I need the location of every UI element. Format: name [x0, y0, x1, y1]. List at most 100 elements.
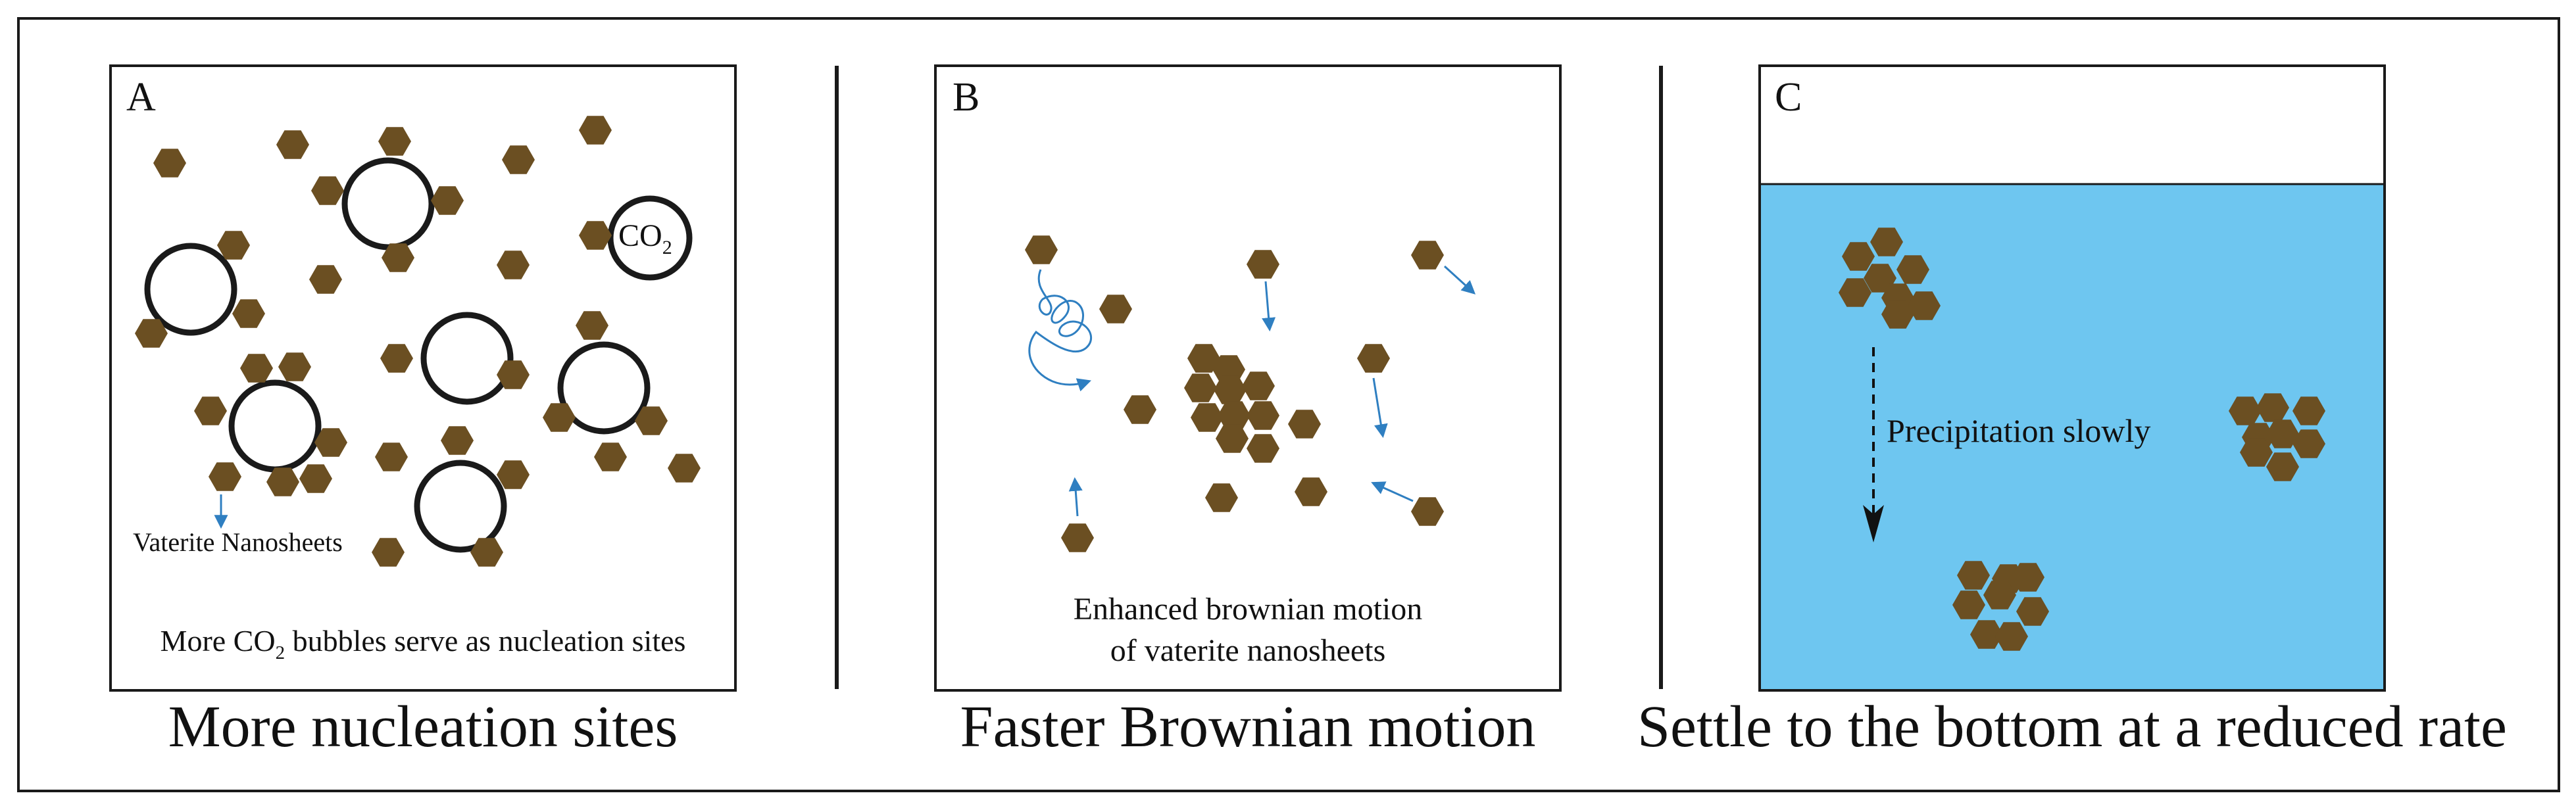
panel-a-box — [109, 64, 737, 692]
motion-arrow — [1372, 377, 1388, 439]
vaterite-particle — [380, 344, 413, 373]
vaterite-particle — [543, 403, 576, 432]
vaterite-particle — [1061, 523, 1094, 552]
vaterite-particle — [1839, 278, 1871, 307]
vaterite-particle — [1247, 434, 1279, 463]
vaterite-particle — [2012, 563, 2044, 592]
vaterite-particle — [1864, 264, 1896, 293]
vaterite-particle — [1983, 581, 2016, 609]
caption-b: Faster Brownian motion — [960, 694, 1536, 759]
caption-a: More nucleation sites — [168, 694, 678, 759]
vaterite-particle — [1288, 410, 1321, 439]
vaterite-particle — [635, 406, 668, 435]
panel-c: C Precipitation slowly — [1758, 64, 2386, 692]
vaterite-particle — [668, 454, 701, 483]
panel-b-letter: B — [953, 75, 979, 120]
vaterite-particle — [2292, 429, 2325, 458]
vaterite-clusters — [1839, 227, 2325, 651]
co2-bubble — [144, 243, 237, 336]
vaterite-particle — [1896, 255, 1929, 284]
vaterite-particle — [1970, 620, 2003, 649]
vaterite-particle — [299, 464, 332, 493]
panel-a-bottom-text: More CO2 bubbles serve as nucleation sit… — [161, 624, 686, 663]
vaterite-particle — [470, 538, 503, 567]
panel-b: B Enhanced brownian motion of vaterite n… — [934, 64, 1562, 692]
co2-bubble — [420, 312, 514, 405]
vaterite-particle — [2240, 438, 2273, 467]
vaterite-particle — [497, 251, 530, 279]
caption-c: Settle to the bottom at a reduced rate — [1637, 694, 2507, 759]
vaterite-particle — [1995, 622, 2028, 651]
vaterite-particle — [502, 145, 535, 174]
vaterite-particle — [497, 360, 530, 389]
vaterite-particle — [1216, 424, 1249, 453]
vaterite-particle — [1124, 395, 1156, 424]
vaterite-particle — [2266, 419, 2299, 448]
motion-arrow — [1068, 477, 1083, 517]
vaterite-particle — [1957, 561, 1990, 590]
vaterite-particle — [153, 149, 186, 178]
vaterite-particle — [1247, 401, 1279, 430]
panel-c-box — [1758, 64, 2386, 692]
panel-b-text-line1: Enhanced brownian motion — [1074, 592, 1423, 627]
vaterite-particle — [1411, 497, 1444, 526]
vaterite-particle — [441, 426, 474, 455]
vaterite-particle — [1952, 590, 1985, 619]
vaterite-particle — [382, 243, 414, 272]
vaterite-particle — [1295, 477, 1327, 506]
vaterite-particle — [1247, 250, 1279, 279]
vaterite-particle — [378, 127, 411, 156]
vaterite-particle — [314, 428, 347, 457]
motion-arrow — [1371, 481, 1414, 502]
vaterite-particle — [576, 311, 608, 340]
vaterite-particle — [276, 130, 309, 159]
panel-c-letter: C — [1775, 75, 1802, 120]
settling-arrow-head — [1863, 505, 1884, 542]
vaterite-particle — [1205, 483, 1238, 512]
vaterite-particle — [579, 116, 612, 145]
vaterite-particles-a — [135, 116, 701, 567]
vaterite-particle — [2229, 396, 2262, 425]
vaterite-particle — [1191, 403, 1224, 432]
co2-label: CO2 — [618, 218, 672, 258]
vaterite-particle — [2292, 396, 2325, 425]
vaterite-particle — [1870, 227, 1903, 256]
vaterite-particle — [278, 352, 311, 381]
vaterite-particle — [1218, 401, 1251, 430]
vaterite-particle — [594, 442, 627, 471]
vaterite-particle — [1099, 295, 1132, 323]
vaterite-particle — [311, 176, 344, 205]
vaterite-particle — [135, 319, 168, 348]
vaterite-particle — [309, 265, 342, 294]
vaterite-particle — [194, 396, 227, 425]
vaterite-particle — [2016, 597, 2049, 626]
vaterite-particle — [1242, 371, 1275, 400]
vaterite-particle — [2256, 393, 2289, 422]
vaterite-label: Vaterite Nanosheets — [133, 527, 343, 557]
vaterite-particle — [209, 462, 241, 491]
motion-arrow — [1443, 265, 1476, 295]
precipitation-label: Precipitation slowly — [1887, 412, 2150, 449]
panel-b-text-line2: of vaterite nanosheets — [1110, 633, 1386, 668]
brownian-trajectory — [1028, 269, 1092, 392]
vaterite-particle — [375, 442, 408, 471]
vaterite-particle — [1025, 235, 1058, 264]
vaterite-particle — [372, 538, 405, 567]
vaterite-particle — [1908, 291, 1941, 320]
vaterite-particle — [579, 221, 612, 250]
vaterite-particle — [1214, 375, 1247, 404]
panel-a-letter: A — [126, 75, 156, 120]
motion-arrows — [1068, 265, 1476, 517]
vaterite-particle — [431, 186, 464, 215]
vaterite-particle — [1411, 241, 1444, 270]
vaterite-particle — [1357, 344, 1390, 373]
outer-frame — [17, 17, 2560, 792]
co2-bubble — [414, 460, 507, 553]
co2-bubble — [557, 341, 651, 435]
vaterite-particle — [1881, 300, 1914, 329]
vaterite-particle — [1187, 344, 1220, 373]
motion-arrow — [1262, 281, 1276, 332]
co2-bubble — [607, 195, 693, 281]
